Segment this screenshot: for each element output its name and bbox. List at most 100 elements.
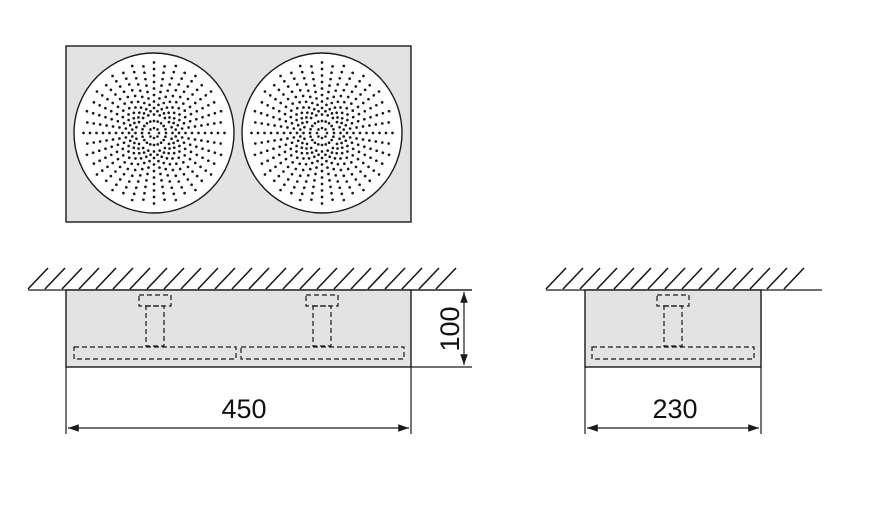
nozzle-dot bbox=[187, 137, 190, 140]
nozzle-dot bbox=[142, 124, 146, 128]
nozzle-dot bbox=[310, 124, 314, 128]
nozzle-dot bbox=[116, 105, 120, 109]
nozzle-dot bbox=[124, 186, 128, 189]
height-dimension-label: 100 bbox=[435, 306, 465, 351]
nozzle-dot bbox=[118, 137, 121, 140]
nozzle-dot bbox=[350, 90, 354, 94]
nozzle-dot bbox=[381, 111, 385, 115]
nozzle-dot bbox=[168, 162, 172, 166]
hidden-pipe-side bbox=[663, 305, 683, 347]
nozzle-dot bbox=[320, 169, 324, 173]
nozzle-dot bbox=[375, 103, 378, 107]
nozzle-dot bbox=[284, 157, 288, 161]
nozzle-dot bbox=[339, 106, 342, 109]
nozzle-dot bbox=[387, 142, 391, 145]
nozzle-dot bbox=[391, 131, 394, 135]
nozzle-dot bbox=[332, 135, 335, 139]
nozzle-dot bbox=[305, 120, 309, 124]
nozzle-dot bbox=[127, 150, 130, 153]
nozzle-dot bbox=[283, 112, 287, 116]
nozzle-dot bbox=[122, 191, 125, 195]
nozzle-dot bbox=[327, 90, 330, 94]
nozzle-dot bbox=[313, 179, 316, 182]
nozzle-dot bbox=[342, 135, 346, 138]
nozzle-dot bbox=[333, 157, 337, 160]
nozzle-dot bbox=[134, 157, 137, 160]
nozzle-dot bbox=[156, 153, 159, 157]
nozzle-dot bbox=[142, 198, 145, 202]
nozzle-dot bbox=[294, 167, 298, 171]
nozzle-dot bbox=[152, 195, 156, 199]
nozzle-dot bbox=[152, 176, 156, 179]
nozzle-dot bbox=[212, 101, 216, 104]
nozzle-dot bbox=[340, 116, 344, 120]
nozzle-dot bbox=[289, 115, 293, 119]
hidden-head-side bbox=[591, 346, 755, 360]
nozzle-dot bbox=[279, 125, 283, 128]
nozzle-dot bbox=[316, 159, 319, 163]
hatch-stroke bbox=[367, 267, 389, 290]
nozzle-dot bbox=[260, 162, 264, 165]
nozzle-dot bbox=[174, 135, 178, 138]
nozzle-dot bbox=[135, 137, 138, 141]
nozzle-dot bbox=[359, 93, 362, 96]
nozzle-dot bbox=[137, 120, 141, 124]
hatch-stroke bbox=[214, 267, 236, 290]
nozzle-dot bbox=[148, 143, 152, 146]
nozzle-dot bbox=[130, 162, 134, 166]
nozzle-dot bbox=[160, 179, 163, 182]
nozzle-dot bbox=[331, 146, 335, 150]
nozzle-dot bbox=[147, 97, 150, 100]
nozzle-dot bbox=[266, 103, 269, 107]
nozzle-dot bbox=[172, 121, 175, 125]
nozzle-dot bbox=[310, 161, 314, 165]
nozzle-dot bbox=[344, 123, 348, 127]
nozzle-dot bbox=[266, 123, 270, 126]
nozzle-dot bbox=[219, 109, 223, 113]
nozzle-dot bbox=[183, 153, 187, 157]
nozzle-dot bbox=[336, 100, 340, 104]
nozzle-dot bbox=[144, 77, 147, 81]
nozzle-dot bbox=[109, 174, 113, 178]
hatch-stroke bbox=[299, 267, 321, 290]
nozzle-dot bbox=[300, 151, 304, 155]
nozzle-dot bbox=[368, 139, 371, 142]
nozzle-dot bbox=[330, 124, 334, 128]
nozzle-dot bbox=[166, 173, 170, 177]
nozzle-dot bbox=[136, 83, 140, 86]
nozzle-dot bbox=[260, 141, 264, 144]
nozzle-dot bbox=[144, 107, 148, 111]
nozzle-dot bbox=[200, 139, 203, 142]
nozzle-dot bbox=[195, 174, 199, 178]
nozzle-dot bbox=[133, 94, 137, 98]
nozzle-dot bbox=[152, 61, 156, 64]
nozzle-dot bbox=[351, 191, 354, 195]
nozzle-dot bbox=[207, 149, 211, 153]
nozzle-dot bbox=[351, 153, 355, 157]
nozzle-dot bbox=[163, 116, 167, 120]
nozzle-dot bbox=[149, 135, 152, 138]
nozzle-dot bbox=[324, 128, 327, 131]
nozzle-dot bbox=[298, 174, 302, 178]
nozzle-dot bbox=[259, 151, 263, 155]
nozzle-dot bbox=[178, 167, 182, 171]
nozzle-dot bbox=[282, 170, 285, 173]
hatch-stroke bbox=[766, 267, 788, 290]
nozzle-dot bbox=[295, 180, 299, 183]
nozzle-dot bbox=[336, 147, 339, 150]
nozzle-dot bbox=[283, 79, 286, 83]
nozzle-dot bbox=[289, 147, 293, 151]
nozzle-dot bbox=[209, 173, 213, 176]
nozzle-dot bbox=[355, 126, 358, 129]
nozzle-dot bbox=[302, 106, 305, 109]
nozzle-dot bbox=[296, 139, 300, 143]
nozzle-dot bbox=[213, 111, 217, 115]
nozzle-dot bbox=[346, 95, 350, 99]
nozzle-dot bbox=[174, 162, 178, 166]
nozzle-dot bbox=[331, 116, 335, 120]
nozzle-dot bbox=[308, 167, 312, 171]
nozzle-dot bbox=[326, 149, 330, 152]
nozzle-dot bbox=[282, 131, 286, 135]
nozzle-dot bbox=[340, 192, 344, 196]
nozzle-dot bbox=[170, 137, 173, 141]
